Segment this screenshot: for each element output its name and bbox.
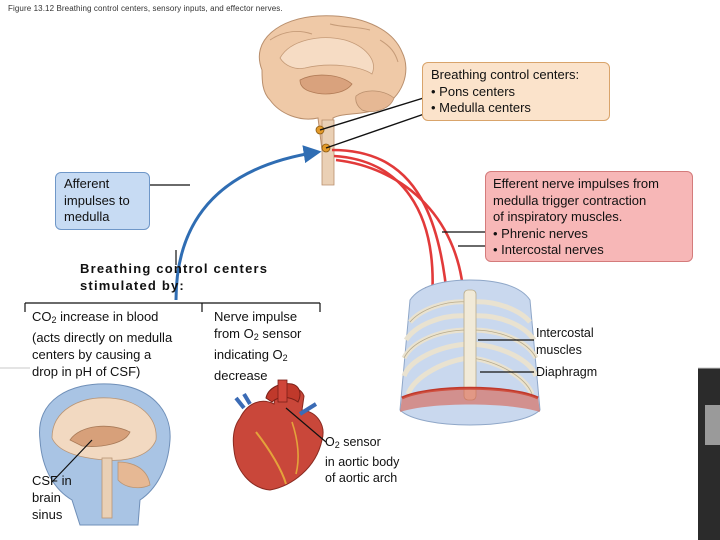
- afferent-line-1: Afferent: [64, 176, 110, 191]
- csf-leader-line: [51, 439, 93, 483]
- co2-line-2: (acts directly on medulla: [32, 330, 173, 345]
- csf-line-2: brain: [32, 490, 61, 505]
- medulla-leader-line: [325, 111, 431, 149]
- csf-line-1: CSF in: [32, 473, 72, 488]
- pons-centers-item: • Pons centers: [431, 83, 516, 99]
- control-centers-title: Breathing control centers:: [431, 67, 580, 82]
- control-centers-box: Breathing control centers: • Pons center…: [422, 62, 610, 121]
- intercostal-nerves-item: • Intercostal nerves: [493, 242, 604, 257]
- o2-sensor-line-2: in aortic body: [325, 454, 400, 469]
- afferent-box: Afferent impulses to medulla: [55, 172, 150, 230]
- medulla-centers-item: • Medulla centers: [431, 100, 531, 115]
- stimuli-heading-line-2: stimulated by:: [80, 278, 185, 293]
- stimuli-bracket: [24, 250, 321, 312]
- pons-leader-line: [319, 95, 431, 131]
- head-illustration: [39, 383, 171, 526]
- efferent-line-1: Efferent nerve impulses from: [493, 176, 659, 191]
- stimuli-heading: Breathing control centers stimulated by:: [80, 260, 268, 294]
- o2-sensor-leader-line: [285, 407, 327, 443]
- efferent-arrow-intercostal-2: [335, 158, 472, 308]
- co2-line-3: centers by causing a: [32, 347, 152, 362]
- brain-illustration: [258, 15, 407, 186]
- co2-stimulus-text: CO2 increase in blood (acts directly on …: [32, 308, 172, 380]
- efferent-box: Efferent nerve impulses from medulla tri…: [485, 171, 693, 262]
- slide-decoration: [0, 367, 720, 540]
- diaphragm-label: Diaphragm: [536, 365, 598, 379]
- afferent-arrow: [174, 145, 322, 301]
- o2-line-4: decrease: [214, 368, 268, 383]
- o2-sensor-line-1: O2 sensor: [325, 435, 381, 450]
- phrenic-nerves-item: • Phrenic nerves: [493, 225, 588, 241]
- afferent-line-3: medulla: [64, 209, 110, 224]
- o2-line-1: Nerve impulse: [214, 309, 298, 324]
- csf-line-3: sinus: [32, 507, 63, 522]
- o2-sensor-line-3: of aortic arch: [325, 471, 398, 485]
- rib-cage-illustration: [399, 279, 541, 426]
- o2-sensor-label: O2 sensor in aortic body of aortic arch: [325, 434, 399, 487]
- intercostal-line-2: muscles: [536, 342, 582, 357]
- intercostal-muscles-label: Intercostal muscles: [536, 325, 594, 358]
- o2-line-2: from O2 sensor: [214, 326, 302, 342]
- stimuli-heading-line-1: Breathing control centers: [80, 261, 269, 276]
- o2-stimulus-text: Nerve impulse from O2 sensor indicating …: [214, 308, 301, 384]
- heart-illustration: [232, 379, 324, 491]
- intercostal-line-1: Intercostal: [536, 326, 594, 340]
- figure-caption: Figure 13.12 Breathing control centers, …: [8, 4, 283, 13]
- o2-line-3: indicating O2: [214, 347, 288, 363]
- efferent-line-3: of inspiratory muscles.: [493, 209, 623, 224]
- afferent-line-2: impulses to: [64, 192, 130, 208]
- co2-line-1: CO2 increase in blood: [32, 309, 159, 325]
- co2-line-4: drop in pH of CSF): [32, 364, 141, 379]
- efferent-line-2: medulla trigger contraction: [493, 192, 647, 208]
- csf-label: CSF in brain sinus: [32, 472, 72, 523]
- efferent-arrow-intercostal-1: [333, 154, 441, 304]
